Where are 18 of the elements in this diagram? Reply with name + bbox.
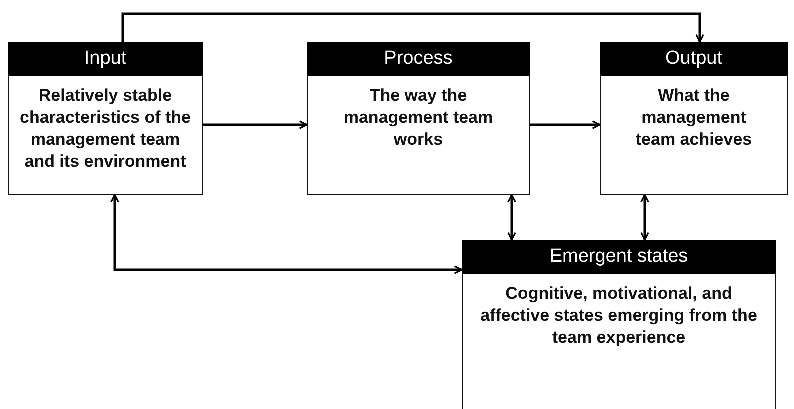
box-heading: Process — [307, 42, 530, 76]
arrow — [508, 194, 516, 241]
box-description: Relatively stable characteristics of the management team and its environment — [18, 85, 192, 173]
arrow — [530, 120, 601, 130]
box-description: What the management team achieves — [634, 85, 754, 151]
box-heading: Input — [8, 42, 203, 76]
box-description: Cognitive, motivational, and affective states emerging from the team experience — [480, 283, 758, 349]
box-description: The way the management team works — [342, 85, 494, 151]
box-heading: Emergent states — [462, 240, 776, 274]
box-heading: Output — [600, 42, 788, 76]
arrow — [110, 194, 463, 274]
process-box — [462, 240, 776, 409]
arrow — [122, 12, 704, 43]
process-box — [8, 42, 203, 195]
process-box — [600, 42, 788, 195]
arrow — [640, 194, 650, 241]
process-box — [307, 42, 530, 195]
arrow — [203, 120, 308, 130]
